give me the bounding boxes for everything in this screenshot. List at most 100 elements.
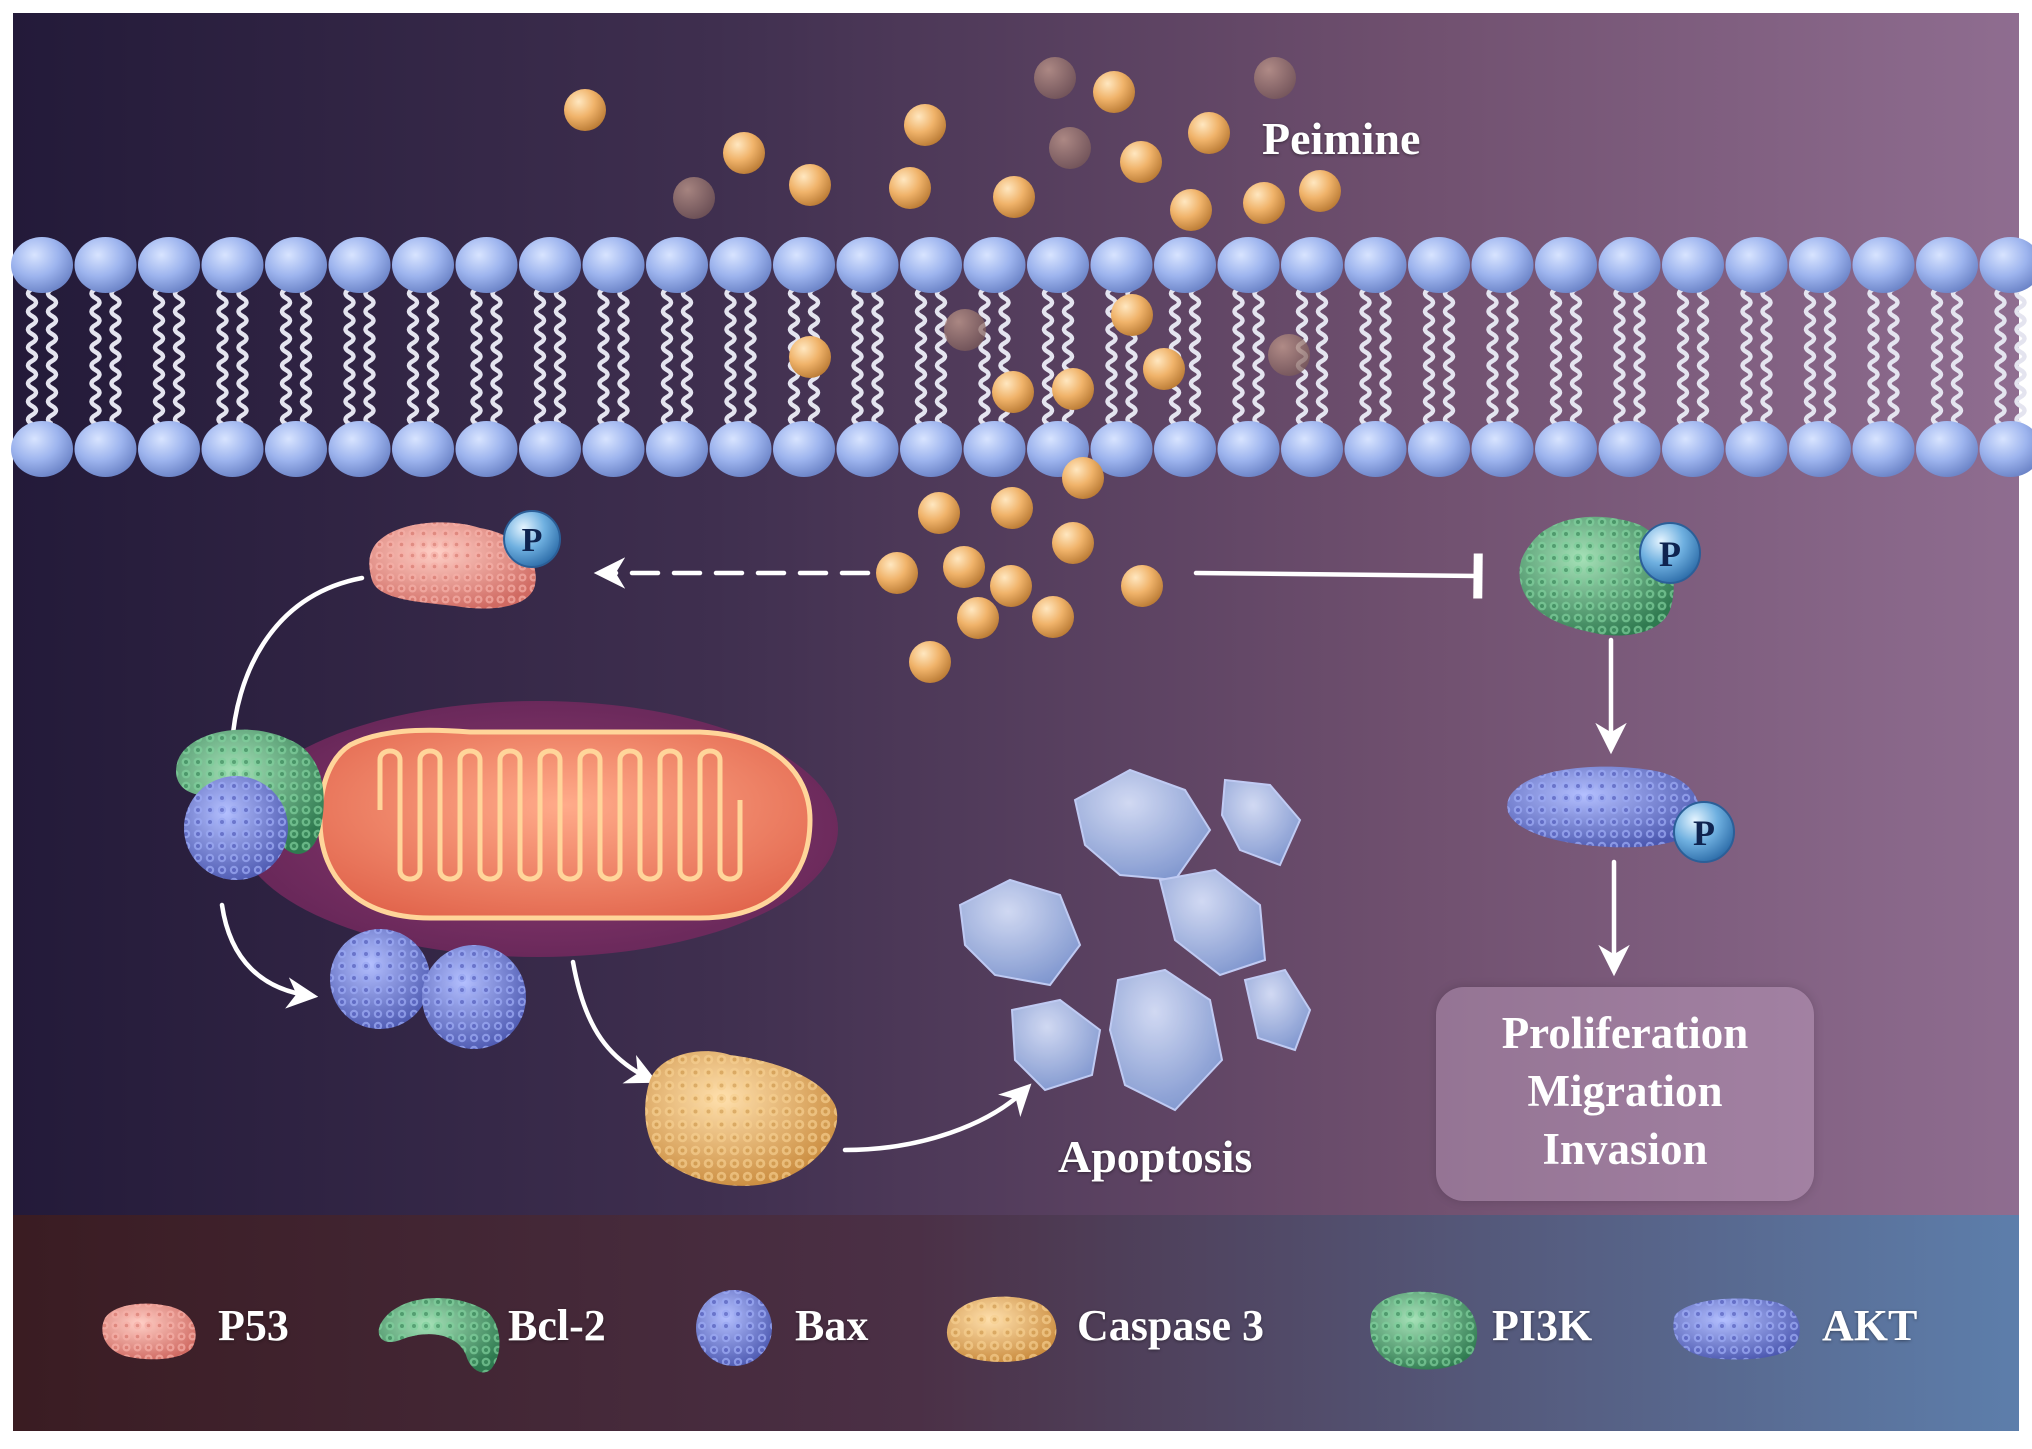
peimine-particle bbox=[1188, 112, 1230, 154]
apoptosis-label: Apoptosis bbox=[1058, 1130, 1252, 1183]
phospholipid-head bbox=[1662, 237, 1724, 293]
phospholipid-head bbox=[138, 421, 200, 477]
legend-label-pi3k: PI3K bbox=[1492, 1300, 1592, 1351]
phospholipid-head bbox=[1916, 237, 1978, 293]
phospholipid-head bbox=[1218, 421, 1280, 477]
phospholipid-head bbox=[392, 237, 454, 293]
peimine-label: Peimine bbox=[1262, 112, 1420, 165]
phospholipid-head bbox=[837, 421, 899, 477]
phosphate-symbol: P bbox=[522, 522, 543, 559]
phospholipid-head bbox=[1789, 237, 1851, 293]
phosphate-badge-akt: P bbox=[1674, 802, 1734, 862]
phospholipid-head bbox=[583, 421, 645, 477]
outcome-migration: Migration bbox=[1436, 1062, 1814, 1120]
bax-protein-icon bbox=[696, 1290, 772, 1366]
phospholipid-head bbox=[456, 421, 518, 477]
phospholipid-head bbox=[202, 237, 264, 293]
phospholipid-head bbox=[1027, 237, 1089, 293]
phospholipid-head bbox=[75, 237, 137, 293]
peimine-particle-faded bbox=[1268, 334, 1310, 376]
phospholipid-head bbox=[1662, 421, 1724, 477]
phospholipid-head bbox=[964, 237, 1026, 293]
phospholipid-head bbox=[75, 421, 137, 477]
outcome-invasion: Invasion bbox=[1436, 1120, 1814, 1178]
phospholipid-head bbox=[1281, 237, 1343, 293]
phospholipid-head bbox=[1091, 237, 1153, 293]
peimine-particle bbox=[889, 167, 931, 209]
phospholipid-head bbox=[1345, 421, 1407, 477]
phospholipid-head bbox=[646, 237, 708, 293]
legend-label-p53: P53 bbox=[218, 1300, 289, 1351]
phospholipid-head bbox=[1472, 421, 1534, 477]
peimine-particle bbox=[991, 487, 1033, 529]
phospholipid-head bbox=[773, 237, 835, 293]
peimine-particle bbox=[990, 565, 1032, 607]
phospholipid-head bbox=[1408, 237, 1470, 293]
peimine-particle bbox=[1170, 189, 1212, 231]
phospholipid-head bbox=[1726, 421, 1788, 477]
phospholipid-head bbox=[710, 421, 772, 477]
peimine-particle bbox=[1052, 368, 1094, 410]
peimine-particle bbox=[993, 176, 1035, 218]
inhibit-line-pi3k bbox=[1196, 573, 1478, 576]
phospholipid-head bbox=[1599, 421, 1661, 477]
phospholipid-head bbox=[519, 237, 581, 293]
phospholipid-head bbox=[1345, 237, 1407, 293]
peimine-particle-faded bbox=[1049, 127, 1091, 169]
phospholipid-head bbox=[900, 421, 962, 477]
caspase3-protein-icon bbox=[947, 1297, 1056, 1362]
peimine-particle bbox=[1243, 182, 1285, 224]
pi3k-protein-icon bbox=[1370, 1292, 1477, 1370]
phospholipid-head bbox=[265, 421, 327, 477]
p53-protein-icon bbox=[102, 1304, 195, 1360]
peimine-particle bbox=[918, 492, 960, 534]
peimine-particle bbox=[1299, 170, 1341, 212]
peimine-particle bbox=[723, 132, 765, 174]
phospholipid-head bbox=[1853, 237, 1915, 293]
outcomes-box: Proliferation Migration Invasion bbox=[1436, 987, 1814, 1201]
phospholipid-head bbox=[329, 421, 391, 477]
phospholipid-head bbox=[773, 421, 835, 477]
mitochondrion bbox=[238, 701, 838, 957]
phospholipid-head bbox=[1789, 421, 1851, 477]
phospholipid-head bbox=[646, 421, 708, 477]
phospholipid-head bbox=[1154, 237, 1216, 293]
phospholipid-head bbox=[583, 237, 645, 293]
legend-label-akt: AKT bbox=[1822, 1300, 1917, 1351]
peimine-particle bbox=[1143, 348, 1185, 390]
akt-protein-icon bbox=[1673, 1298, 1799, 1359]
peimine-particle bbox=[992, 371, 1034, 413]
phospholipid-head bbox=[1281, 421, 1343, 477]
peimine-particle bbox=[1121, 565, 1163, 607]
phospholipid-head bbox=[1218, 237, 1280, 293]
phospholipid-head bbox=[519, 421, 581, 477]
phospholipid-head bbox=[1599, 237, 1661, 293]
phospholipid-head bbox=[11, 421, 73, 477]
phospholipid-head bbox=[1408, 421, 1470, 477]
peimine-particle-faded bbox=[1254, 57, 1296, 99]
legend-label-bax: Bax bbox=[795, 1300, 868, 1351]
peimine-particle bbox=[876, 552, 918, 594]
phospholipid-head bbox=[138, 237, 200, 293]
phospholipid-head bbox=[900, 237, 962, 293]
peimine-particle bbox=[564, 89, 606, 131]
phospholipid-head bbox=[710, 237, 772, 293]
peimine-particle bbox=[909, 641, 951, 683]
phospholipid-head bbox=[1154, 421, 1216, 477]
phospholipid-head bbox=[964, 421, 1026, 477]
peimine-particle bbox=[1111, 294, 1153, 336]
peimine-particle-faded bbox=[673, 177, 715, 219]
phosphate-badge-pi3k: P bbox=[1640, 523, 1700, 583]
peimine-particle-faded bbox=[1034, 57, 1076, 99]
legend-label-bcl2: Bcl-2 bbox=[508, 1300, 606, 1351]
peimine-particle-faded bbox=[944, 309, 986, 351]
phosphate-symbol: P bbox=[1659, 534, 1681, 574]
peimine-particle bbox=[1052, 522, 1094, 564]
peimine-particle bbox=[957, 597, 999, 639]
peimine-particle bbox=[904, 104, 946, 146]
peimine-particle bbox=[789, 336, 831, 378]
phospholipid-head bbox=[1916, 421, 1978, 477]
phospholipid-head bbox=[837, 237, 899, 293]
peimine-particle bbox=[1093, 71, 1135, 113]
